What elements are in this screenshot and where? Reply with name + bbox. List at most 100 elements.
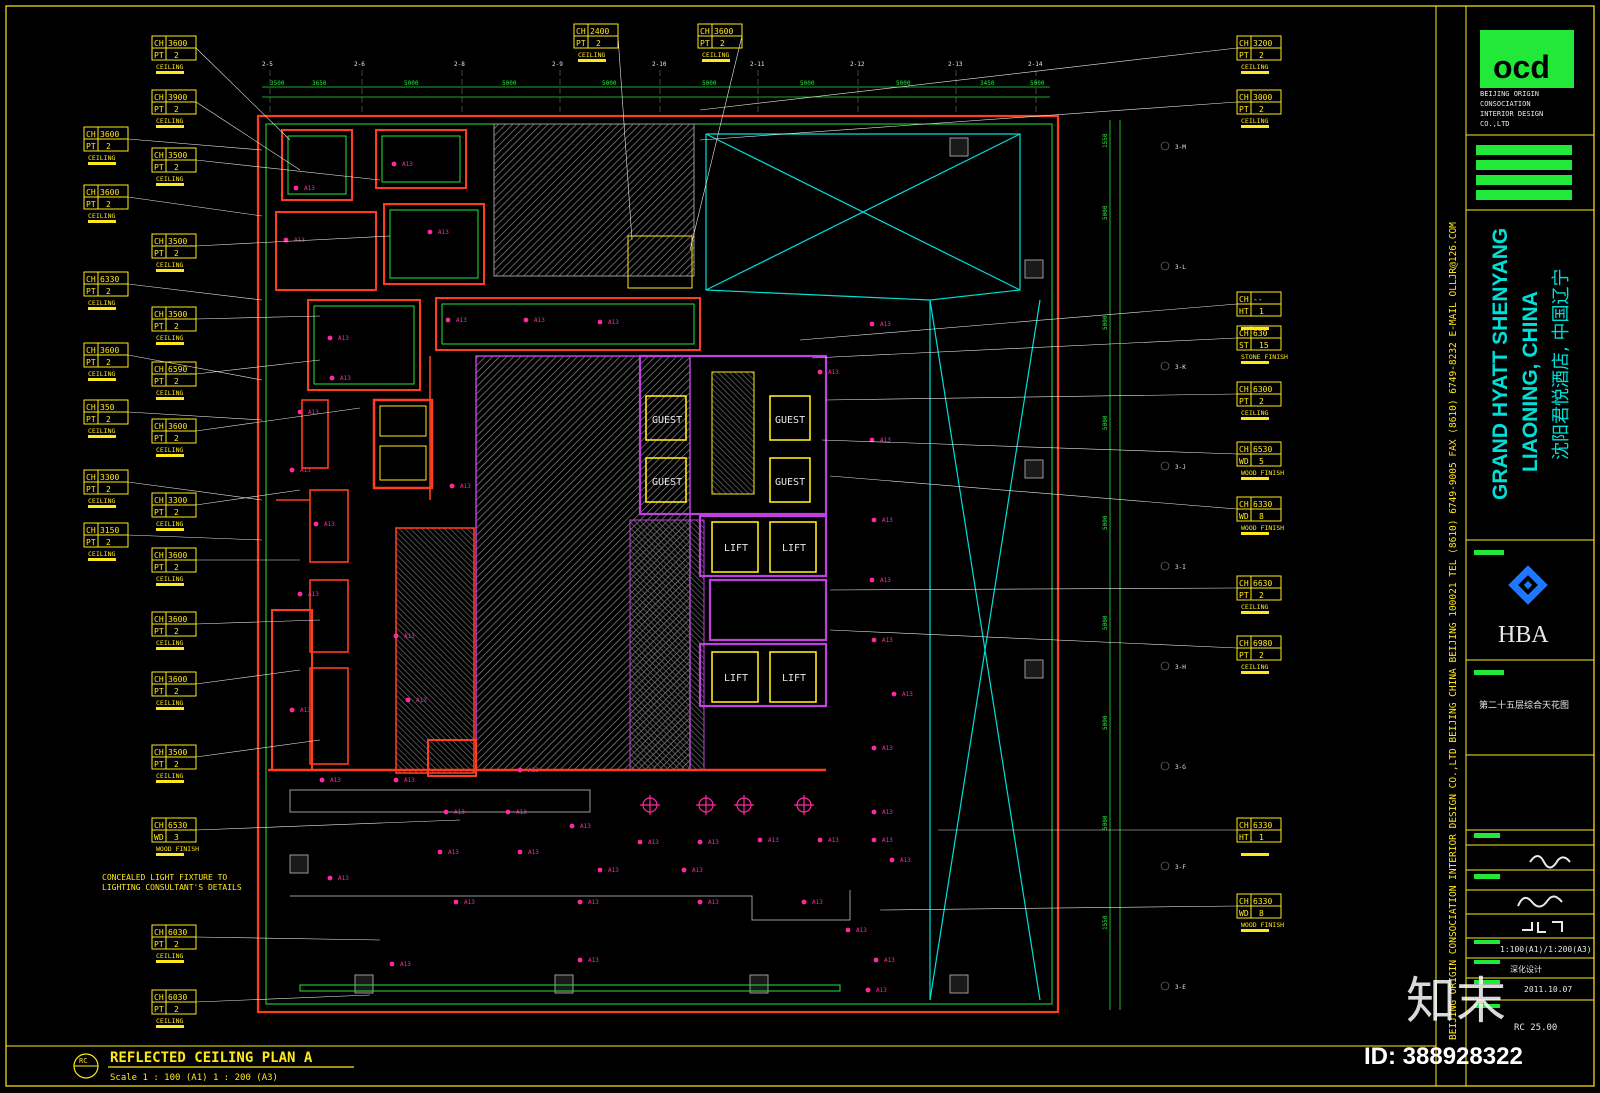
tag-key: PT [1239,51,1249,60]
tag-key: PT [86,287,96,296]
tag-value: 2 [106,415,111,424]
tag-key: CH [1239,385,1249,394]
tag-key: CH [154,93,164,102]
tag-value: 2 [174,322,179,331]
tag-key: CH [154,496,164,505]
tag-value: 6030 [168,993,187,1002]
tag-note: STONE FINISH [1241,353,1288,361]
tag-value: 3600 [714,27,733,36]
fixture-label: A13 [708,899,719,906]
tag-note: CEILING [88,154,115,162]
tag-value: 5 [1259,457,1264,466]
tag-value: 2 [174,377,179,386]
tb-date: 2011.10.07 [1524,985,1572,994]
fixture-label: A13 [304,185,315,192]
fixture-label: A13 [692,867,703,874]
tag-note: CEILING [88,550,115,558]
fixture-label: A13 [900,857,911,864]
fixture-label: A13 [708,839,719,846]
fixture-label: A13 [880,437,891,444]
fixture-label: A13 [456,317,467,324]
tag-key: PT [154,940,164,949]
fixture-label: A13 [308,409,319,416]
tag-value: 3600 [168,422,187,431]
tag-note: CEILING [88,212,115,220]
tag-key: CH [1239,500,1249,509]
signature-2 [1517,895,1563,908]
fixture-label: A13 [300,707,311,714]
tag-note: CEILING [156,575,183,583]
building-outline-outer [256,114,1060,1014]
dim-label-top: 3500 [270,80,285,87]
fixture-label: A13 [464,899,475,906]
tag-key: CH [1239,639,1249,648]
tag-value: 2 [174,760,179,769]
tag-key: CH [1239,329,1249,338]
fixture-label: A13 [330,777,341,784]
dim-label-right: 5000 [1102,815,1109,830]
dimension-lines [262,86,1121,1010]
tag-value: 3600 [168,675,187,684]
tag-value: 3 [174,833,179,842]
fixture-label: A13 [454,809,465,816]
tag-key: CH [576,27,586,36]
tag-note: CEILING [578,51,605,59]
tag-value: 2 [1259,651,1264,660]
guest-label: GUEST [652,477,682,488]
fixture-label: A13 [648,839,659,846]
tag-value: 2 [1259,51,1264,60]
tag-key: PT [154,687,164,696]
core-frames [638,354,828,708]
dim-label-top: 3450 [980,80,995,87]
grid-label-right: 3-E [1175,984,1186,991]
firm-name-1: BEIJING ORIGIN [1480,90,1539,98]
guest-room-ne: GUEST [645,395,687,441]
dim-label-right: 5000 [1102,415,1109,430]
tag-key: CH [154,551,164,560]
tag-value: 2 [106,200,111,209]
tag-key: WD [1239,457,1249,466]
dim-label-right: 5000 [1102,515,1109,530]
tag-value: 6330 [1253,500,1272,509]
guest-room-sw: GUEST [769,457,811,503]
tag-value: 6030 [168,928,187,937]
tag-note: CEILING [88,370,115,378]
fixture-label: A13 [404,633,415,640]
drawing-title: 第二十五层综合天花图 [1479,699,1569,711]
fixture-label: A13 [880,321,891,328]
fixture-label: A13 [882,809,893,816]
tag-value: 3600 [168,551,187,560]
tag-key: CH [1239,445,1249,454]
grid-label-right: 3-J [1175,464,1186,471]
fixture-label: A13 [812,899,823,906]
dim-label-top: 5000 [602,80,617,87]
tb-drawing-no: RC 25.00 [1514,1023,1557,1033]
hatched-area-left [395,527,475,774]
tag-value: 1 [1259,307,1264,316]
tag-value: 3300 [100,473,119,482]
fixture-label: A13 [340,375,351,382]
fixture-label: A13 [580,823,591,830]
tag-key: CH [154,615,164,624]
tag-value: 3150 [100,526,119,535]
tag-note: CEILING [156,63,183,71]
hatched-lift-shaft [711,371,755,495]
lift-label: LIFT [724,543,748,554]
concealed-note-line1: CONCEALED LIGHT FIXTURE TO [102,873,227,882]
fixture-label: A13 [448,849,459,856]
tag-value: 6330 [1253,821,1272,830]
lift-label: LIFT [782,673,806,684]
tag-key: PT [1239,591,1249,600]
open-slab-zone [705,133,1041,1001]
